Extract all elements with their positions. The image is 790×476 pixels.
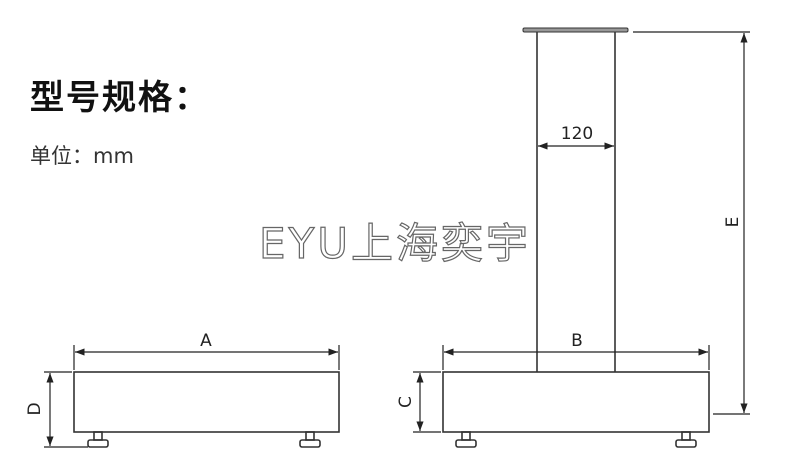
dimension-c-label: C — [396, 396, 416, 408]
foot-left — [87, 431, 109, 448]
watermark: EYU上海奕宇 — [259, 219, 531, 268]
platform-body-side — [442, 371, 710, 433]
platform-body-front — [73, 371, 340, 433]
foot-right — [299, 431, 321, 448]
dimension-b-label: B — [571, 331, 583, 351]
dimension-e-label: E — [723, 217, 743, 228]
dimension-d-label: D — [25, 402, 45, 415]
foot-right — [675, 431, 697, 448]
indicator-plate — [522, 27, 629, 33]
unit-label: 单位：mm — [30, 144, 134, 168]
page-title: 型号规格： — [30, 78, 210, 118]
side-view: 120 B C E — [396, 27, 750, 448]
dimension-a-label: A — [200, 331, 212, 351]
foot-left — [455, 431, 477, 448]
front-view: A D — [25, 331, 340, 448]
column-width-label: 120 — [561, 124, 593, 144]
